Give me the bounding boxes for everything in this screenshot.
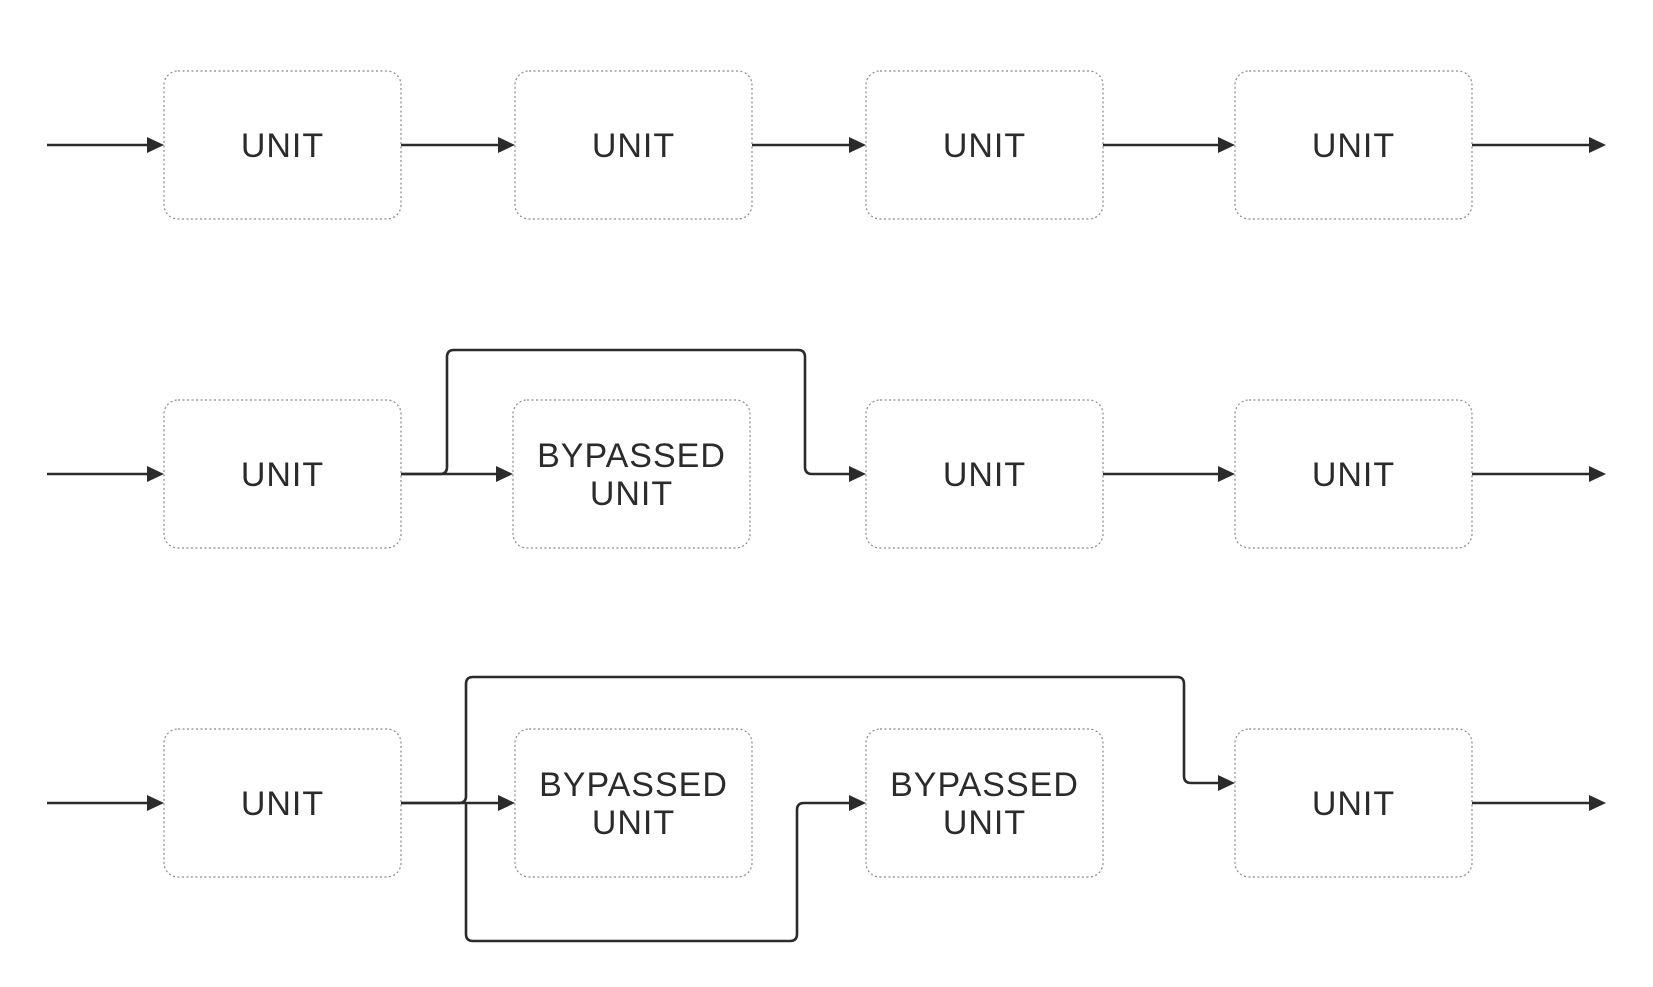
unit-box-outline	[512, 399, 751, 549]
input-arrowhead	[147, 466, 164, 482]
output-arrowhead	[1589, 466, 1606, 482]
unit-label: UNIT	[943, 804, 1026, 842]
unit-box-outline	[1234, 399, 1473, 549]
unit-box: UNIT	[514, 70, 753, 220]
unit-box: UNIT	[865, 70, 1104, 220]
unit-box-outline	[163, 728, 402, 878]
unit-label: UNIT	[1312, 456, 1395, 494]
unit-box-outline	[1234, 728, 1473, 878]
output-arrowhead	[1589, 137, 1606, 153]
unit-box: UNIT	[163, 70, 402, 220]
bypass-arrowhead-top	[1218, 775, 1235, 791]
link-arrowhead	[1218, 137, 1235, 153]
bypass-arrowhead-bottom	[849, 795, 866, 811]
link-arrowhead	[849, 137, 866, 153]
unit-box: UNIT	[1234, 70, 1473, 220]
link-arrowhead	[498, 795, 515, 811]
unit-box-outline	[514, 70, 753, 220]
unit-label: UNIT	[241, 127, 324, 165]
unit-box: UNIT	[1234, 399, 1473, 549]
bypass-wire-top	[401, 675, 1221, 805]
unit-label: BYPASSED	[890, 766, 1079, 804]
link-arrowhead	[1218, 466, 1235, 482]
unit-label: UNIT	[590, 475, 673, 513]
unit-label: UNIT	[943, 127, 1026, 165]
unit-box-outline	[163, 399, 402, 549]
bypass-wire	[401, 348, 852, 476]
link-arrowhead	[498, 137, 515, 153]
connections-layer	[47, 137, 1606, 943]
unit-label: UNIT	[592, 804, 675, 842]
unit-label: UNIT	[1312, 785, 1395, 823]
unit-box-outline	[865, 728, 1104, 878]
unit-label: BYPASSED	[537, 437, 726, 475]
unit-label: UNIT	[1312, 127, 1395, 165]
input-arrowhead	[147, 137, 164, 153]
bypass-arrowhead	[849, 466, 866, 482]
unit-box: UNIT	[163, 728, 402, 878]
unit-label: UNIT	[592, 127, 675, 165]
unit-box-outline	[1234, 70, 1473, 220]
bypass-wire-bottom	[464, 801, 852, 943]
unit-box: UNIT	[1234, 728, 1473, 878]
unit-box-outline	[865, 399, 1104, 549]
input-arrowhead	[147, 795, 164, 811]
unit-box: UNIT	[163, 399, 402, 549]
unit-box: UNIT	[865, 399, 1104, 549]
unit-label: BYPASSED	[539, 766, 728, 804]
unit-label: UNIT	[943, 456, 1026, 494]
unit-label: UNIT	[241, 456, 324, 494]
unit-box-outline	[163, 70, 402, 220]
unit-box-outline	[865, 70, 1104, 220]
unit-label: UNIT	[241, 785, 324, 823]
output-arrowhead	[1589, 795, 1606, 811]
link-arrowhead	[496, 466, 513, 482]
unit-box-outline	[514, 728, 753, 878]
